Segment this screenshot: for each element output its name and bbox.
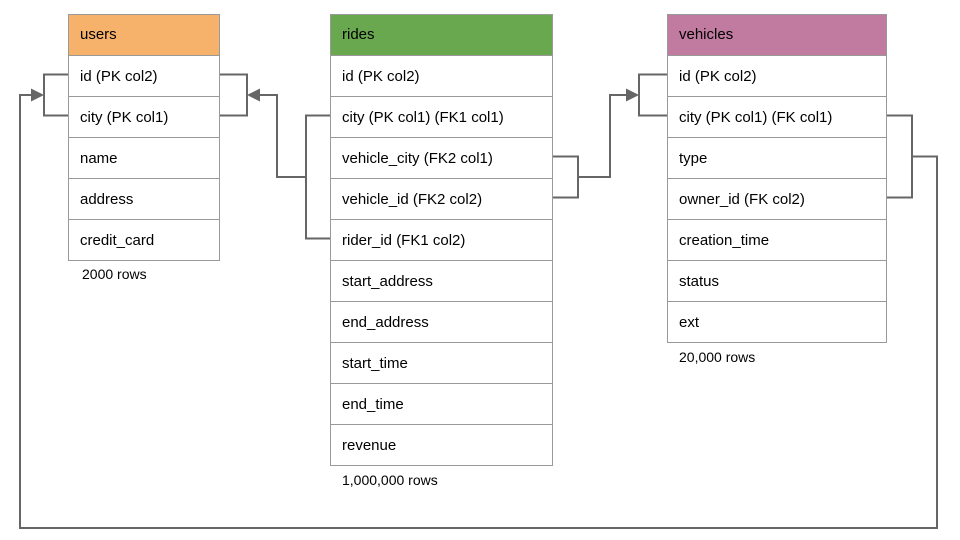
column-cell: rider_id (FK1 col2) [331, 219, 552, 260]
connector-rides-to-users [220, 73, 330, 240]
column-cell: owner_id (FK col2) [668, 178, 886, 219]
column-cell: start_address [331, 260, 552, 301]
column-cell: end_time [331, 383, 552, 424]
column-cell: type [668, 137, 886, 178]
column-cell: city (PK col1) (FK1 col1) [331, 96, 552, 137]
vehicles-to-users-arrowhead [31, 88, 44, 102]
column-cell: city (PK col1) (FK col1) [668, 96, 886, 137]
table-rides-header: rides [331, 15, 552, 55]
users-left-bracket [43, 73, 68, 117]
vehicles-row-count: 20,000 rows [679, 349, 756, 365]
table-vehicles-columns: id (PK col2)city (PK col1) (FK col1)type… [668, 55, 886, 342]
column-cell: revenue [331, 424, 552, 465]
rides-to-vehicles-arrowhead [626, 88, 639, 102]
rides-to-users-line [260, 94, 306, 178]
column-cell: vehicle_city (FK2 col1) [331, 137, 552, 178]
rides-row-count: 1,000,000 rows [342, 472, 438, 488]
column-cell: start_time [331, 342, 552, 383]
vehicles-left-bracket [638, 73, 667, 117]
rides-left-bracket [305, 114, 330, 240]
users-row-count: 2000 rows [82, 266, 147, 282]
column-cell: creation_time [668, 219, 886, 260]
column-cell: credit_card [69, 219, 219, 260]
column-cell: ext [668, 301, 886, 342]
rides-to-vehicles-line [578, 94, 626, 178]
column-cell: vehicle_id (FK2 col2) [331, 178, 552, 219]
column-cell: name [69, 137, 219, 178]
vehicles-right-bracket [887, 114, 913, 199]
table-vehicles-header: vehicles [668, 15, 886, 55]
connector-vehicles-to-users [19, 73, 938, 529]
rides-to-users-arrowhead [247, 88, 260, 102]
column-cell: status [668, 260, 886, 301]
users-right-bracket [220, 73, 248, 117]
column-cell: id (PK col2) [668, 55, 886, 96]
column-cell: id (PK col2) [331, 55, 552, 96]
vehicles-to-users-line [19, 94, 938, 529]
table-users-header: users [69, 15, 219, 55]
rides-right-bracket [553, 155, 579, 199]
column-cell: city (PK col1) [69, 96, 219, 137]
table-rides: rides id (PK col2)city (PK col1) (FK1 co… [330, 14, 553, 466]
table-vehicles: vehicles id (PK col2)city (PK col1) (FK … [667, 14, 887, 343]
table-rides-columns: id (PK col2)city (PK col1) (FK1 col1)veh… [331, 55, 552, 465]
connector-rides-to-vehicles [553, 73, 667, 199]
column-cell: address [69, 178, 219, 219]
column-cell: end_address [331, 301, 552, 342]
column-cell: id (PK col2) [69, 55, 219, 96]
